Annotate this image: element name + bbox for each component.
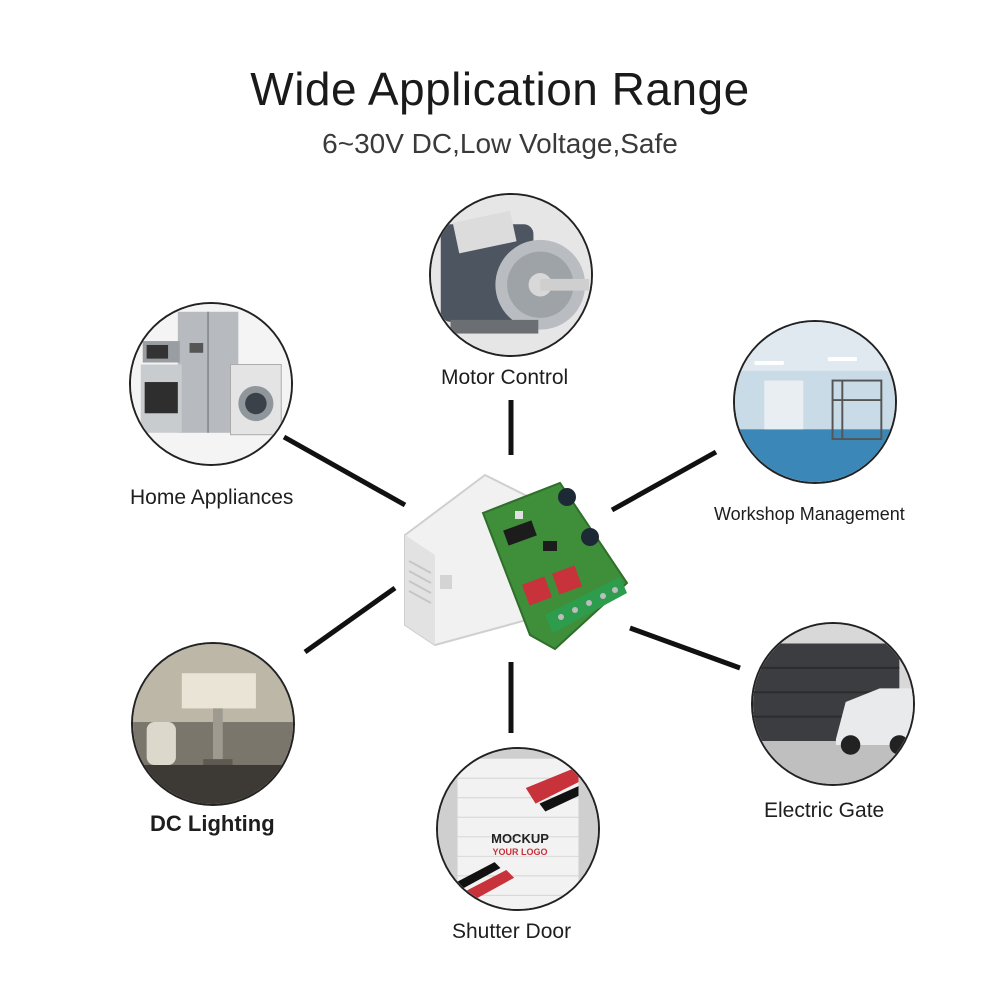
electric-gate-image (751, 622, 915, 786)
dc-lighting-label: DC Lighting (150, 811, 275, 836)
shutter-icon (438, 749, 598, 909)
page-title: Wide Application Range (250, 63, 750, 115)
electric-gate-label: Electric Gate (764, 799, 885, 822)
connector-gate (629, 625, 741, 671)
page-subtitle: 6~30V DC,Low Voltage,Safe (322, 128, 678, 159)
lamp-icon (133, 644, 293, 804)
workshop-icon (735, 322, 895, 482)
shutter-logo-line1: MOCKUP (491, 831, 549, 846)
connector-workshop (610, 449, 718, 513)
workshop-management-image (733, 320, 897, 484)
connector-light (303, 585, 397, 655)
dc-lighting-image (131, 642, 295, 806)
shutter-logo-line2: YOUR LOGO (492, 847, 548, 857)
home-appliances-label: Home Appliances (130, 486, 294, 509)
appliances-icon (131, 304, 291, 464)
connector-home (282, 434, 407, 508)
motor-control-image (429, 193, 593, 357)
gate-icon (753, 624, 913, 784)
motor-icon (431, 195, 591, 355)
motor-control-label: Motor Control (441, 366, 569, 389)
shutter-door-image: MOCKUP YOUR LOGO (436, 747, 600, 911)
home-appliances-image (129, 302, 293, 466)
workshop-management-label: Workshop Management (714, 504, 905, 524)
shutter-door-label: Shutter Door (452, 920, 572, 943)
relay-module-image (404, 473, 629, 651)
